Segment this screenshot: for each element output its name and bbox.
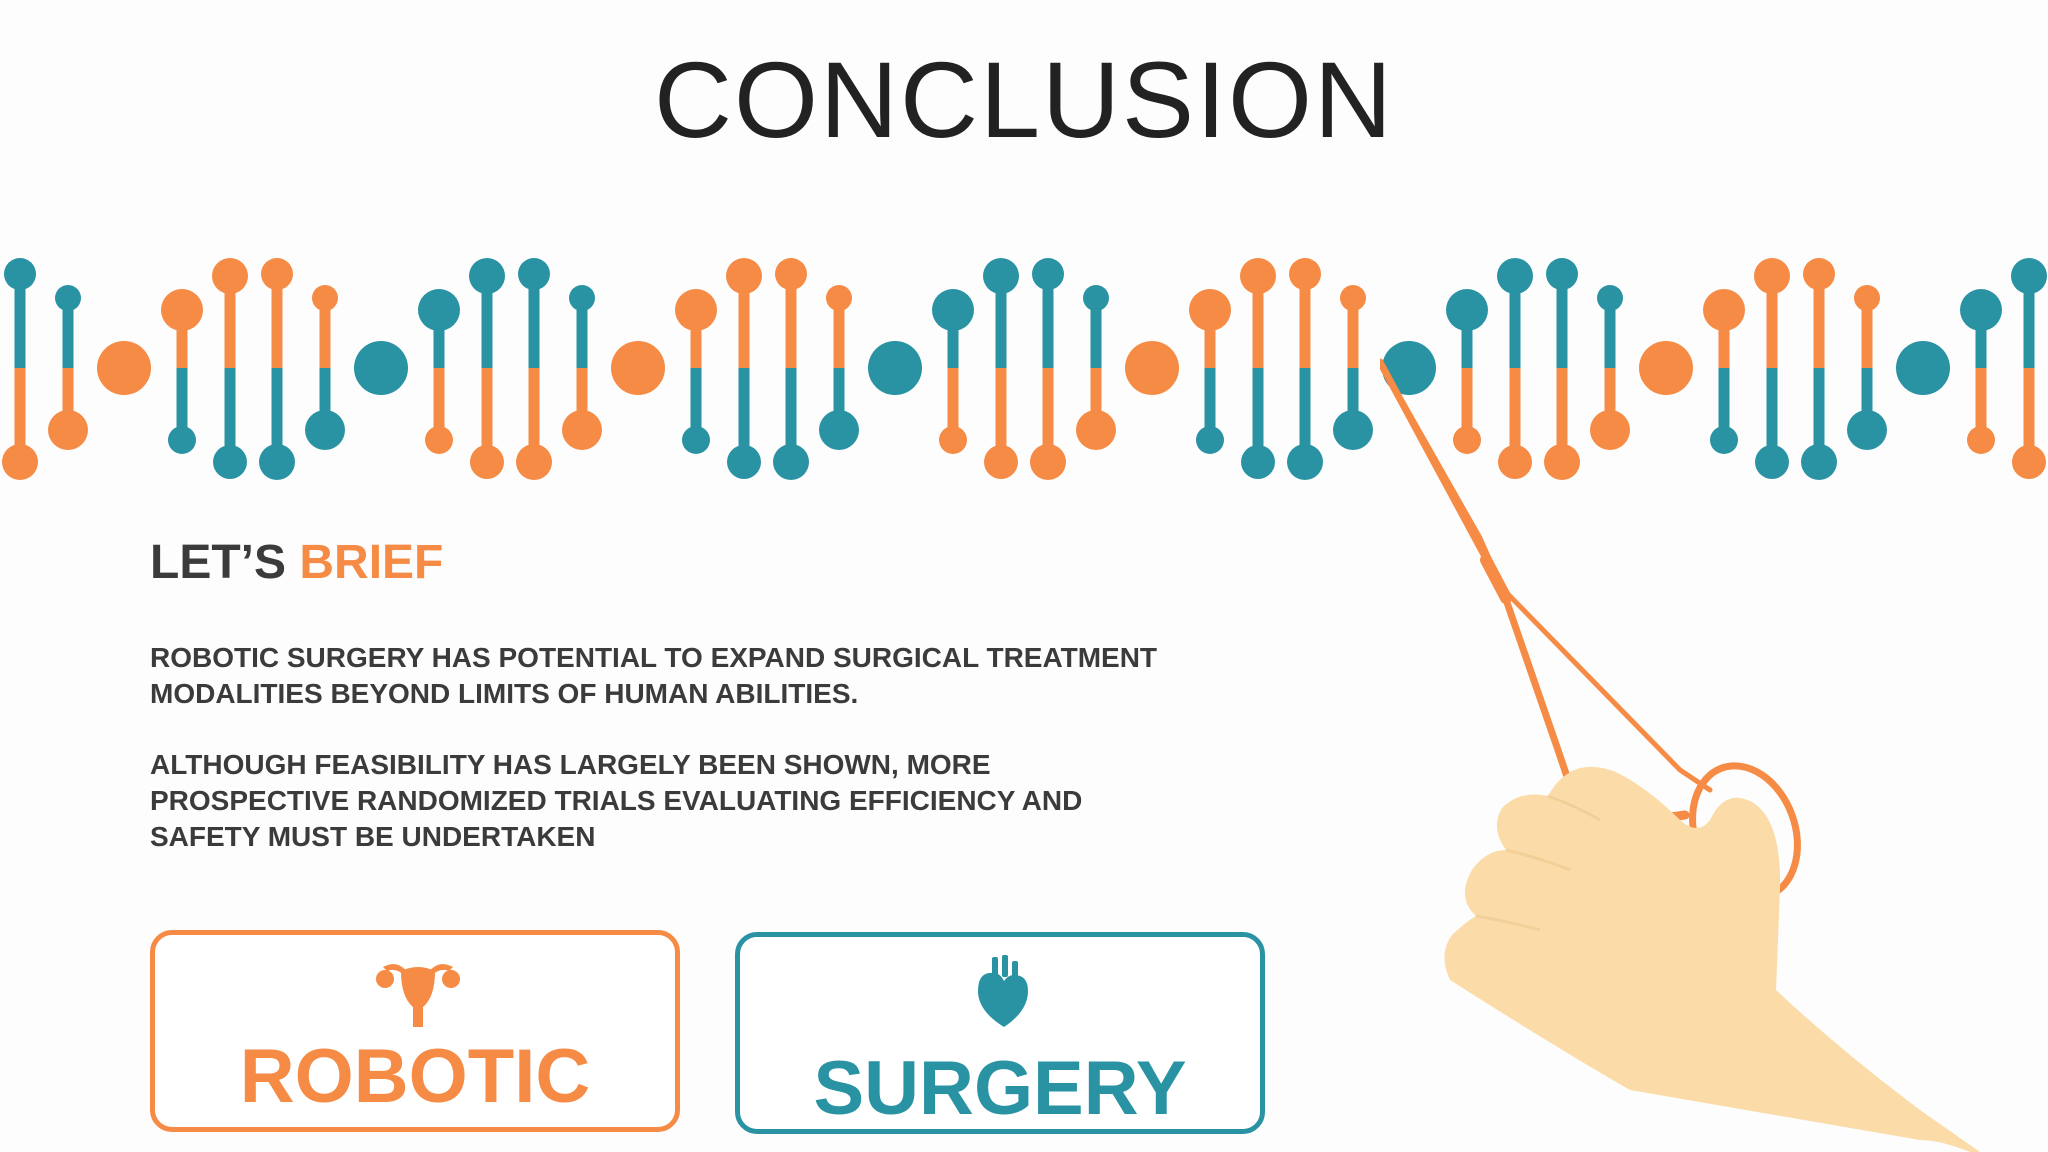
dna-ball [727,445,761,479]
paragraph-2: ALTHOUGH FEASIBILITY HAS LARGELY BEEN SH… [150,749,1083,852]
dna-ball [1196,426,1224,454]
dna-ball [1333,410,1373,450]
dna-ball [682,426,710,454]
dna-ball [1453,426,1481,454]
dna-ball [1289,258,1321,290]
dna-ball [4,258,36,290]
dna-ball [819,410,859,450]
dna-ball [1967,426,1995,454]
dna-ball [1076,410,1116,450]
dna-ball [1083,285,1109,311]
dna-illustration [2,258,2047,480]
dna-ball [562,410,602,450]
dna-center-sphere [354,341,408,395]
slide-title: CONCLUSION [653,39,1395,160]
dna-ball [726,258,762,294]
dna-ball [569,285,595,311]
dna-center-sphere [1896,341,1950,395]
dna-ball [213,445,247,479]
dna-ball [1498,445,1532,479]
dna-ball [305,410,345,450]
dna-ball [1710,426,1738,454]
robotic-card: ROBOTIC [150,930,680,1132]
heart-icon [978,955,1028,1027]
dna-ball [212,258,248,294]
dna-ball [1189,289,1231,331]
dna-ball [1240,258,1276,294]
dna-ball [1497,258,1533,294]
brief-heading-word2: BRIEF [299,536,444,589]
dna-ball [1703,289,1745,331]
dna-ball [1803,258,1835,290]
dna-center-sphere [1125,341,1179,395]
dna-ball [775,258,807,290]
dna-ball [1446,289,1488,331]
dna-center-sphere [97,341,151,395]
dna-ball [261,258,293,290]
dna-ball [161,289,203,331]
dna-ball [1287,444,1323,480]
dna-ball [418,289,460,331]
dna-ball [932,289,974,331]
dna-center-sphere [1382,341,1436,395]
dna-ball [1590,410,1630,450]
dna-ball [518,258,550,290]
uterus-icon [376,964,460,1027]
dna-ball [773,444,809,480]
dna-center-sphere [611,341,665,395]
dna-ball [1032,258,1064,290]
surgery-label: SURGERY [813,1046,1187,1131]
dna-ball [168,426,196,454]
dna-ball [1847,410,1887,450]
dna-ball [48,410,88,450]
dna-ball [1755,445,1789,479]
dna-ball [826,285,852,311]
dna-ball [1854,285,1880,311]
dna-ball [1546,258,1578,290]
dna-ball [984,445,1018,479]
dna-center-sphere [1639,341,1693,395]
brief-heading: LET’S BRIEF [150,535,443,591]
hand-holding-scissors-illustration [1380,358,1980,1152]
dna-ball [1960,289,2002,331]
dna-ball [469,258,505,294]
dna-ball [1340,285,1366,311]
dna-ball [1030,444,1066,480]
paragraph-1: ROBOTIC SURGERY HAS POTENTIAL TO EXPAND … [150,642,1158,709]
dna-ball [2011,258,2047,294]
brief-heading-word1: LET’S [150,536,287,589]
dna-ball [516,444,552,480]
dna-ball [2,444,38,480]
dna-ball [470,445,504,479]
surgery-card: SURGERY [735,932,1265,1134]
dna-ball [1754,258,1790,294]
dna-ball [1241,445,1275,479]
dna-ball [55,285,81,311]
robotic-label: ROBOTIC [239,1034,591,1119]
dna-ball [983,258,1019,294]
dna-ball [2012,445,2046,479]
dna-ball [939,426,967,454]
dna-ball [675,289,717,331]
dna-ball [425,426,453,454]
dna-ball [312,285,338,311]
dna-ball [1544,444,1580,480]
dna-ball [1597,285,1623,311]
dna-ball [259,444,295,480]
dna-ball [1801,444,1837,480]
dna-center-sphere [868,341,922,395]
